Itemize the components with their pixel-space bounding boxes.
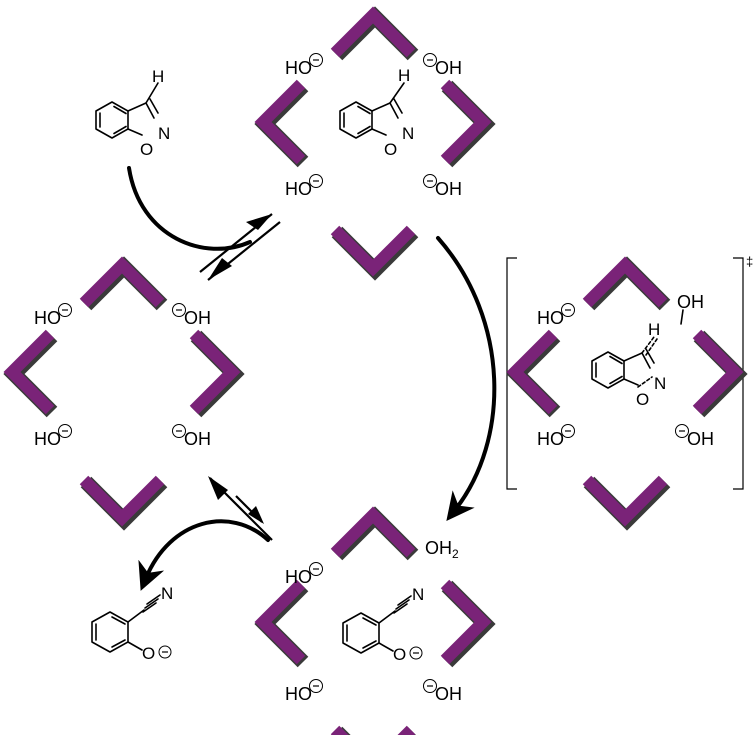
empty-host: HO HO OH OH bbox=[12, 265, 234, 520]
hydroxide-label: OH bbox=[435, 684, 462, 704]
free-phenolate: N O bbox=[91, 584, 173, 663]
atom-h: H bbox=[648, 320, 660, 339]
hydroxide-label: HO bbox=[285, 567, 312, 587]
charge-icon bbox=[309, 562, 437, 693]
hydroxide-label: HO bbox=[285, 58, 312, 78]
hydroxide-label: HO bbox=[537, 429, 564, 449]
hydroxide-label: OH bbox=[687, 429, 714, 449]
ts-hydroxyl-label: OH bbox=[677, 292, 704, 312]
atom-o: O bbox=[140, 140, 153, 159]
host-product-complex: N O HO HO OH2 OH bbox=[263, 515, 485, 735]
atom-o: O bbox=[393, 645, 406, 664]
ts-bracket-left bbox=[506, 257, 517, 490]
atom-h: H bbox=[398, 66, 410, 85]
water-label: OH2 bbox=[425, 538, 459, 561]
release-arrow bbox=[138, 519, 270, 591]
hydroxide-label: OH bbox=[184, 308, 211, 328]
atom-n: N bbox=[654, 374, 666, 393]
host-guest-complex: H N O HO HO OH OH bbox=[263, 15, 485, 270]
atom-h: H bbox=[152, 67, 164, 86]
ch-bond bbox=[145, 82, 159, 104]
atom-n: N bbox=[412, 585, 424, 604]
charge-icon bbox=[58, 303, 186, 438]
hydroxide-label: HO bbox=[537, 308, 564, 328]
bound-phenolate: N O bbox=[342, 585, 424, 664]
hydroxide-label: HO bbox=[34, 429, 61, 449]
binding-arrow bbox=[127, 166, 252, 251]
host-cage bbox=[12, 265, 234, 520]
hydroxide-label: OH bbox=[435, 179, 462, 199]
hydroxide-label: OH bbox=[435, 58, 462, 78]
atom-n: N bbox=[158, 124, 170, 143]
binding-equilibrium-arrow bbox=[199, 213, 281, 281]
release-equilibrium-arrow bbox=[208, 476, 273, 541]
atom-n: N bbox=[161, 584, 173, 603]
double-dagger: ‡ bbox=[746, 254, 753, 269]
hydroxide-label: OH bbox=[184, 429, 211, 449]
transition-state: ‡ H N O HO HO OH OH bbox=[506, 254, 753, 520]
bound-benzisoxazole: H N O bbox=[339, 66, 414, 159]
ts-benzisoxazole: H N O bbox=[591, 320, 666, 409]
atom-o: O bbox=[636, 390, 649, 409]
charge-icon bbox=[309, 53, 437, 188]
hydroxide-label: HO bbox=[34, 308, 61, 328]
hydroxide-label: HO bbox=[285, 179, 312, 199]
atom-o: O bbox=[384, 140, 397, 159]
atom-n: N bbox=[402, 124, 414, 143]
reaction-arrow bbox=[436, 236, 497, 522]
host-cage bbox=[263, 15, 485, 270]
hydroxide-label: HO bbox=[285, 684, 312, 704]
atom-o: O bbox=[142, 644, 155, 663]
free-benzisoxazole: H N O bbox=[95, 67, 170, 159]
charge-icon bbox=[561, 303, 689, 438]
